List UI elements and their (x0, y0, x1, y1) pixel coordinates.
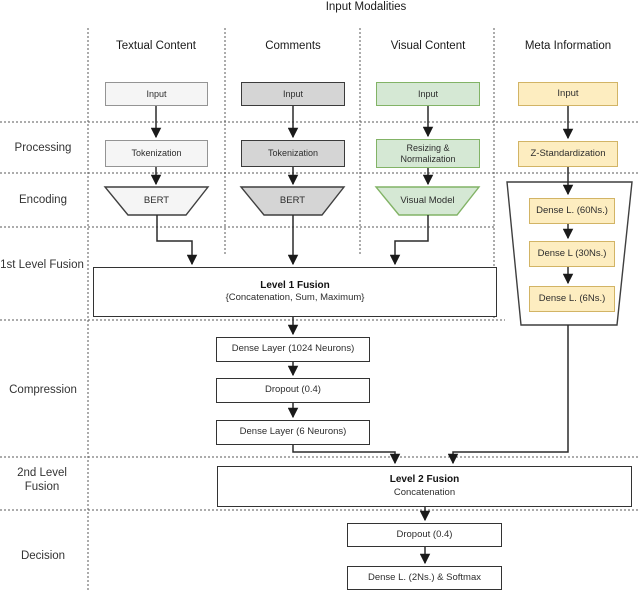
column-header-meta: Meta Information (524, 40, 612, 52)
visual-model-trapezoid (374, 186, 481, 216)
meta-dense-6-box: Dense L. (6Ns.) (529, 286, 615, 312)
row-label-1st-level-fusion: 1st Level Fusion (0, 259, 84, 271)
column-header-textual: Textual Content (116, 40, 196, 52)
flow-arrows (150, 106, 574, 565)
dense-6-box: Dense Layer (6 Neurons) (216, 420, 370, 445)
column-header-visual: Visual Content (390, 40, 466, 52)
dashed-grid (0, 28, 640, 591)
row-label-decision: Decision (20, 550, 66, 562)
level2-fusion-subtitle: Concatenation (393, 486, 456, 498)
bert-comments-label: BERT (279, 194, 306, 206)
level1-fusion-box: Level 1 Fusion {Concatenation, Sum, Maxi… (93, 267, 497, 317)
meta-dense-30-box: Dense L (30Ns.) (529, 241, 615, 267)
dense-1024-box: Dense Layer (1024 Neurons) (216, 337, 370, 362)
diagram-title: Input Modalities (325, 1, 407, 13)
comments-input-box: Input (241, 82, 345, 106)
level1-fusion-title: Level 1 Fusion (260, 279, 330, 291)
meta-dense-60-box: Dense L. (60Ns.) (529, 198, 615, 224)
comments-tokenization-box: Tokenization (241, 140, 345, 167)
row-label-encoding: Encoding (19, 194, 67, 206)
visual-resizing-normalization-box: Resizing & Normalization (376, 139, 480, 168)
row-label-processing: Processing (14, 142, 72, 154)
visual-input-box: Input (376, 82, 480, 106)
column-header-comments: Comments (265, 40, 321, 52)
dropout-compression-box: Dropout (0.4) (216, 378, 370, 403)
dense-softmax-box: Dense L. (2Ns.) & Softmax (347, 566, 502, 590)
dropout-decision-box: Dropout (0.4) (347, 523, 502, 547)
row-label-2nd-level-fusion: 2nd Level Fusion (17, 467, 67, 494)
bert-textual-label: BERT (143, 194, 170, 206)
textual-input-box: Input (105, 82, 208, 106)
meta-z-standardization-box: Z-Standardization (518, 141, 618, 167)
level2-fusion-box: Level 2 Fusion Concatenation (217, 466, 632, 507)
level1-fusion-subtitle: {Concatenation, Sum, Maximum} (225, 292, 365, 304)
visual-model-label: Visual Model (400, 194, 455, 206)
row-label-compression: Compression (9, 384, 77, 396)
bert-trapezoid-comments (239, 186, 346, 216)
level2-fusion-title: Level 2 Fusion (389, 474, 460, 486)
bert-trapezoid-textual (103, 186, 210, 216)
meta-input-box: Input (518, 82, 618, 106)
textual-tokenization-box: Tokenization (105, 140, 208, 167)
